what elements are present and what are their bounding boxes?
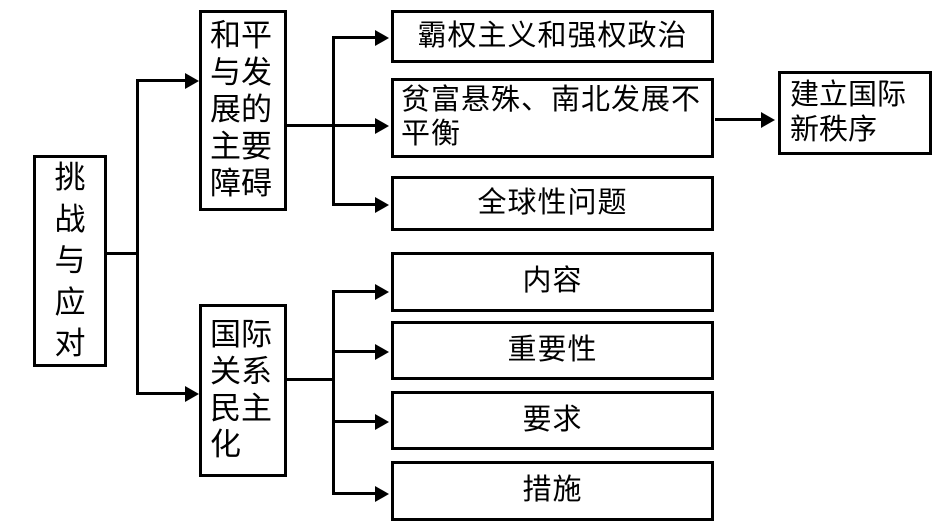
node-wealth-gap-label: 贫富悬殊、南北发展不平衡 bbox=[401, 84, 702, 150]
node-root-challenge-response: 挑战与应对 bbox=[33, 155, 107, 367]
connector-wealth-gap-to-new-order bbox=[715, 118, 763, 121]
node-branch-obstacles: 和平与发展的主要障碍 bbox=[199, 10, 287, 211]
node-content-label: 内容 bbox=[522, 265, 583, 298]
connector-democratization-to-requirement bbox=[332, 420, 376, 423]
connector-obstacles-to-wealth-gap bbox=[332, 124, 376, 127]
connector-obstacles-to-hegemony bbox=[332, 36, 376, 39]
node-hegemony: 霸权主义和强权政治 bbox=[391, 10, 714, 63]
connector-democratization-to-content bbox=[332, 290, 376, 293]
node-hegemony-label: 霸权主义和强权政治 bbox=[417, 19, 688, 52]
arrowhead-democratization-to-content bbox=[375, 284, 389, 300]
connector-democratization-stem bbox=[285, 378, 335, 381]
node-new-order-label: 建立国际新秩序 bbox=[790, 78, 907, 146]
node-wealth-gap: 贫富悬殊、南北发展不平衡 bbox=[391, 78, 714, 158]
connector-obstacles-spine bbox=[332, 36, 335, 206]
node-requirement-label: 要求 bbox=[522, 403, 583, 436]
connector-obstacles-to-global-issues bbox=[332, 203, 376, 206]
connector-root-to-obstacles bbox=[136, 79, 186, 82]
node-root-label: 挑战与应对 bbox=[54, 160, 86, 362]
arrowhead-democratization-to-requirement bbox=[375, 414, 389, 430]
arrowhead-obstacles-to-wealth-gap bbox=[375, 118, 389, 134]
connector-root-spine bbox=[136, 79, 139, 395]
arrowhead-obstacles-to-global-issues bbox=[375, 197, 389, 213]
node-requirement: 要求 bbox=[391, 391, 714, 450]
arrowhead-root-to-democratization bbox=[185, 386, 199, 402]
connector-democratization-to-importance bbox=[332, 350, 376, 353]
connector-root-to-democratization bbox=[136, 392, 186, 395]
connector-root-stem bbox=[105, 252, 139, 255]
node-branch-democratization-label: 国际关系民主化 bbox=[210, 316, 272, 463]
arrowhead-obstacles-to-hegemony bbox=[375, 30, 389, 46]
node-global-issues-label: 全球性问题 bbox=[477, 186, 628, 219]
node-new-order: 建立国际新秩序 bbox=[778, 71, 932, 155]
arrowhead-democratization-to-importance bbox=[375, 344, 389, 360]
node-content: 内容 bbox=[391, 252, 714, 312]
node-measures-label: 措施 bbox=[522, 474, 583, 507]
connector-democratization-to-measures bbox=[332, 492, 376, 495]
node-importance: 重要性 bbox=[391, 321, 714, 380]
node-branch-obstacles-label: 和平与发展的主要障碍 bbox=[210, 18, 272, 201]
node-branch-democratization: 国际关系民主化 bbox=[199, 304, 287, 477]
arrowhead-wealth-gap-to-new-order bbox=[761, 112, 775, 128]
node-global-issues: 全球性问题 bbox=[391, 176, 714, 231]
arrowhead-democratization-to-measures bbox=[375, 486, 389, 502]
node-measures: 措施 bbox=[391, 461, 714, 521]
connector-democratization-spine bbox=[332, 290, 335, 492]
connector-obstacles-stem bbox=[285, 124, 335, 127]
arrowhead-root-to-obstacles bbox=[185, 73, 199, 89]
node-importance-label: 重要性 bbox=[507, 333, 598, 366]
